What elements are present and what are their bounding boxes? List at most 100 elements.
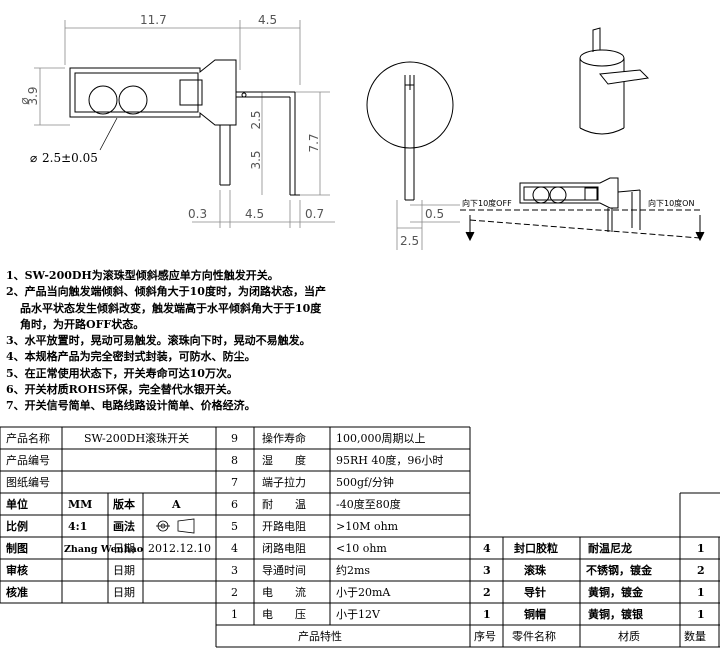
note-item: 6、开关材质ROHS环保，完全替代水银开关。 <box>6 383 238 397</box>
spec-name: 开路电阻 <box>262 520 306 533</box>
part-qty: 1 <box>697 608 705 621</box>
dim-diameter-prefix: ⌀ <box>30 151 37 165</box>
drafter-label: 制图 <box>6 541 28 555</box>
dim-diameter-symbol: ⌀ <box>17 97 31 104</box>
approve-label: 核准 <box>6 585 28 599</box>
spec-no: 8 <box>231 454 238 467</box>
note-item: 3、水平放置时，晃动可易触发。滚珠向下时，晃动不易触发。 <box>6 334 311 348</box>
part-no: 3 <box>483 564 491 577</box>
drafter-value: Zhang Wenhao <box>64 544 143 555</box>
review-label: 审核 <box>6 563 28 577</box>
spec-value: 小于20mA <box>336 586 391 599</box>
dim-top-right: 4.5 <box>258 13 277 27</box>
spec-name: 电 流 <box>262 585 306 599</box>
scale-label: 比例 <box>6 519 28 533</box>
scale-value: 4:1 <box>68 520 87 533</box>
note-item: 5、在正常使用状态下，开关寿命可达10万次。 <box>6 366 238 380</box>
note-item: 1、SW-200DH为滚珠型倾斜感应单方向性触发开关。 <box>6 269 279 282</box>
part-qty: 2 <box>697 564 705 577</box>
part-material: 黄铜，镀金 <box>588 585 644 599</box>
switch-tilted-view <box>460 177 705 242</box>
spec-value: 小于12V <box>336 608 381 621</box>
note-item: 2、产品当向触发端倾斜、倾斜角大于10度时，为闭路状态，当产 <box>6 285 326 299</box>
tilt-label-on: 向下10度ON <box>648 198 694 208</box>
note-item: 角时，为开路OFF状态。 <box>20 317 145 331</box>
note-item: 7、开关信号简单、电路线路设计简单、价格经济。 <box>6 399 256 413</box>
dim-side-width: 2.5 <box>400 234 419 248</box>
spec-value: <10 ohm <box>336 542 387 555</box>
spec-name: 导通时间 <box>262 564 306 577</box>
drawing-number-label: 图纸编号 <box>6 475 50 489</box>
version-value: A <box>171 498 181 511</box>
part-qty: 1 <box>697 542 705 555</box>
product-name-value: SW-200DH滚珠开关 <box>84 431 189 445</box>
spec-value: -40度至80度 <box>336 497 401 511</box>
tilt-label-off: 向下10度OFF <box>462 198 512 208</box>
part-no: 2 <box>483 586 491 599</box>
dim-bottom-mid: 4.5 <box>245 207 264 221</box>
spec-value: 100,000周期以上 <box>336 432 426 445</box>
spec-no: 1 <box>231 608 238 621</box>
dim-diameter-note: 2.5±0.05 <box>42 151 98 165</box>
spec-no: 9 <box>231 432 238 445</box>
part-name: 滚珠 <box>524 563 547 577</box>
note-item: 品水平状态发生倾斜改变，触发端高于水平倾斜角大于于10度 <box>20 301 322 315</box>
switch-end-view <box>366 61 454 201</box>
spec-value: >10M ohm <box>336 520 399 533</box>
product-name-label: 产品名称 <box>6 431 50 445</box>
spec-no: 5 <box>231 520 238 533</box>
note-item: 4、本规格产品为完全密封式封装，可防水、防尘。 <box>6 350 256 364</box>
spec-name: 操作寿命 <box>262 431 306 445</box>
projection-label: 画法 <box>113 519 135 533</box>
part-name: 导针 <box>524 585 546 599</box>
spec-no: 2 <box>231 586 238 599</box>
dim-vert-upper: 2.5 <box>249 110 263 129</box>
part-no: 4 <box>483 542 491 555</box>
unit-label: 单位 <box>6 497 28 511</box>
approve-date-label: 日期 <box>113 586 135 599</box>
spec-name: 湿 度 <box>262 453 306 467</box>
spec-value: 95RH 40度，96小时 <box>336 453 443 467</box>
parts-header-qty: 数量 <box>684 630 706 643</box>
dim-bottom-left: 0.3 <box>188 207 207 221</box>
part-qty: 1 <box>697 586 705 599</box>
spec-name: 电 压 <box>262 608 306 621</box>
part-material: 耐温尼龙 <box>588 541 632 555</box>
dim-top-left: 11.7 <box>140 13 167 27</box>
date-label: 日期 <box>113 542 135 555</box>
parts-header-material: 材质 <box>618 629 640 643</box>
projection-symbol <box>156 518 195 534</box>
dim-vert-total: 7.7 <box>307 133 321 152</box>
part-material: 不锈钢，镀金 <box>586 563 653 577</box>
unit-value: MM <box>68 498 92 511</box>
spec-no: 3 <box>231 564 238 577</box>
part-name: 铜帽 <box>523 607 546 621</box>
parts-header-no: 序号 <box>474 629 496 643</box>
part-name: 封口胶粒 <box>514 541 558 555</box>
part-no: 1 <box>483 608 491 621</box>
switch-3d-view <box>579 27 650 135</box>
spec-footer: 产品特性 <box>298 629 342 643</box>
spec-value: 500gf/分钟 <box>336 475 394 489</box>
dim-bottom-right: 0.7 <box>305 207 324 221</box>
spec-value: 约2ms <box>336 564 370 577</box>
switch-side-view <box>69 59 300 196</box>
technical-drawing: 11.7 4.5 3.9 ⌀ 0.3 4.5 0.7 2.5 3.5 7.7 ⌀… <box>17 13 705 250</box>
dim-side-thickness: 0.5 <box>425 207 444 221</box>
spec-name: 耐 温 <box>262 498 306 511</box>
part-material: 黄铜，镀银 <box>588 607 644 621</box>
spec-no: 7 <box>231 476 238 489</box>
spec-table: 9 操作寿命 100,000周期以上 8 湿 度 95RH 40度，96小时 7… <box>231 431 443 643</box>
product-code-label: 产品编号 <box>6 453 50 467</box>
spec-name: 闭路电阻 <box>262 542 306 555</box>
spec-no: 4 <box>231 542 238 555</box>
dim-height-left: 3.9 <box>26 86 40 105</box>
dim-vert-lower: 3.5 <box>249 150 263 169</box>
date-value: 2012.12.10 <box>148 542 211 555</box>
review-date-label: 日期 <box>113 564 135 577</box>
spec-name: 端子拉力 <box>262 475 306 489</box>
parts-table: 4 封口胶粒 耐温尼龙 1 3 滚珠 不锈钢，镀金 2 2 导针 黄铜，镀金 1… <box>474 541 706 643</box>
notes-list: 1、SW-200DH为滚珠型倾斜感应单方向性触发开关。 2、产品当向触发端倾斜、… <box>6 268 426 415</box>
version-label: 版本 <box>113 497 135 511</box>
